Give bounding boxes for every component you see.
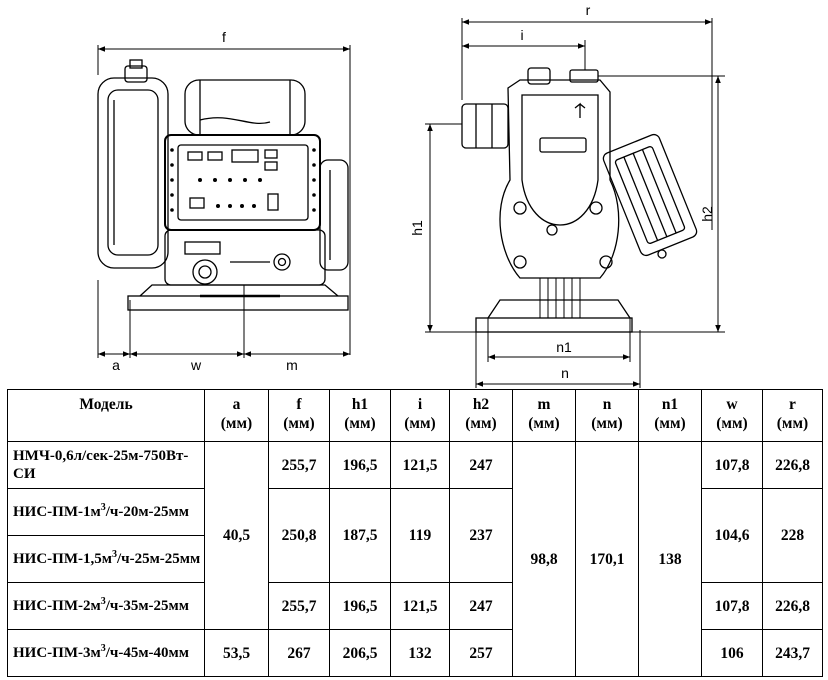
dim-label-h1: h1 [409,220,425,236]
dim-label-a: a [112,357,120,373]
cell-r: 226,8 [762,441,823,489]
cell-i: 121,5 [390,582,450,630]
table-row: НИС-ПМ-1,5м3/ч-25м-25мм [7,535,823,583]
dim-label-f: f [222,29,226,45]
cell-i: 119 [390,488,450,583]
cell-a: 53,5 [204,629,269,677]
front-control-panel [164,134,321,231]
side-view [461,67,698,333]
dim-label-r: r [586,2,591,18]
model-cell: НИС-ПМ-1м3/ч-20м-25мм [7,488,205,536]
dim-label-n1: n1 [556,339,572,355]
model-cell: НМЧ-0,6л/сек-25м-750Вт-СИ [7,441,205,489]
side-base [475,317,633,333]
header-r: r(мм) [762,389,823,442]
header-m: m(мм) [512,389,576,442]
dim-label-i: i [520,27,523,43]
dim-label-w: w [190,357,202,373]
model-cell: НИС-ПМ-1,5м3/ч-25м-25мм [7,535,205,583]
front-dimensions [97,45,351,358]
dimensions-table: Модель a(мм) f(мм) h1(мм) i(мм) h2(мм) m… [7,389,823,677]
side-pump-body [499,79,620,279]
cell-r: 228 [762,488,823,583]
cell-r: 226,8 [762,582,823,630]
cell-i: 121,5 [390,441,450,489]
front-view [97,59,349,311]
cell-f: 255,7 [268,441,330,489]
table-row: НИС-ПМ-2м3/ч-35м-25мм 255,7 196,5 121,5 … [7,582,823,630]
header-f: f(мм) [268,389,330,442]
table-header-row: Модель a(мм) f(мм) h1(мм) i(мм) h2(мм) m… [7,389,823,442]
cell-w: 107,8 [701,441,763,489]
cell-r: 243,7 [762,629,823,677]
cell-h2: 237 [449,488,513,583]
table-row: НИС-ПМ-1м3/ч-20м-25мм 250,8 187,5 119 23… [7,488,823,583]
header-h2: h2(мм) [449,389,513,442]
cell-f: 250,8 [268,488,330,583]
cell-w: 107,8 [701,582,763,630]
table-row: НИС-ПМ-3м3/ч-45м-40мм 53,5 267 206,5 132… [7,629,823,677]
cell-n1: 138 [638,441,702,677]
cell-h1: 187,5 [329,488,391,583]
cell-m: 98,8 [512,441,576,677]
cell-h2: 247 [449,441,513,489]
pump-dimension-drawing: f a w m [97,2,725,388]
model-cell: НИС-ПМ-3м3/ч-45м-40мм [7,629,205,677]
cell-f: 255,7 [268,582,330,630]
cell-w: 106 [701,629,763,677]
cell-h1: 206,5 [329,629,391,677]
header-i: i(мм) [390,389,450,442]
header-a: a(мм) [204,389,269,442]
header-n: n(мм) [575,389,639,442]
cell-f: 267 [268,629,330,677]
front-pump-housing [97,77,169,269]
front-base [127,295,349,311]
front-motor [184,79,306,136]
cell-h1: 196,5 [329,441,391,489]
header-n1: n1(мм) [638,389,702,442]
cell-h2: 257 [449,629,513,677]
side-control-box [602,133,698,257]
dim-label-h2: h2 [699,206,715,222]
header-model: Модель [7,389,205,442]
dim-label-n: n [561,365,569,381]
model-cell: НИС-ПМ-2м3/ч-35м-25мм [7,582,205,630]
cell-n: 170,1 [575,441,639,677]
dim-label-m: m [286,357,298,373]
cell-h2: 247 [449,582,513,630]
table-row: НМЧ-0,6л/сек-25м-750Вт-СИ 40,5 255,7 196… [7,441,823,677]
cell-i: 132 [390,629,450,677]
cell-a: 40,5 [204,441,269,630]
side-dimensions [425,18,725,388]
header-h1: h1(мм) [329,389,391,442]
cell-h1: 196,5 [329,582,391,630]
cell-w: 104,6 [701,488,763,583]
header-w: w(мм) [701,389,763,442]
